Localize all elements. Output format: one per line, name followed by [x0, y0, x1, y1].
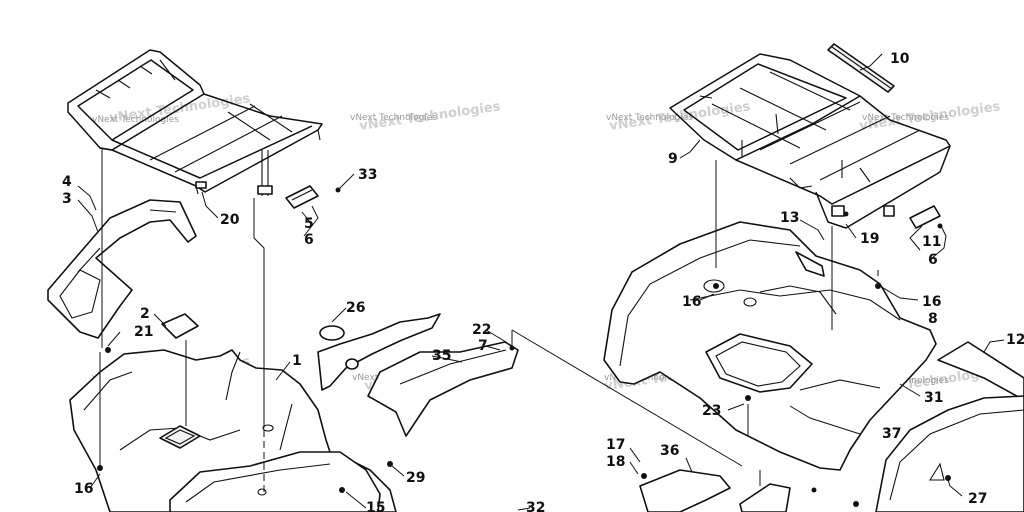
- callout-7: 7: [478, 338, 488, 354]
- callout-6-left: 6: [304, 232, 314, 248]
- right-side-fender: [875, 341, 1024, 512]
- callout-27: 27: [968, 491, 987, 507]
- left-leader-lines: [77, 148, 743, 511]
- rear-fender-body: [603, 221, 937, 471]
- callout-37: 37: [882, 426, 901, 442]
- watermark-10: vNext Technologies: [606, 113, 693, 123]
- callout-2: 2: [140, 306, 150, 322]
- lower-panel: [639, 469, 791, 512]
- watermark-2: vNext Technologies: [92, 115, 179, 125]
- callout-36: 36: [660, 443, 679, 459]
- callout-5: 5: [304, 216, 314, 232]
- callout-9: 9: [668, 151, 678, 167]
- callout-32: 32: [526, 500, 545, 512]
- callout-8: 8: [928, 311, 938, 327]
- left-reflector: [285, 185, 319, 209]
- callout-33: 33: [358, 167, 377, 183]
- left-main-body: [69, 349, 397, 512]
- callout-17: 17: [606, 437, 625, 453]
- callout-23: 23: [702, 403, 721, 419]
- callout-6-right: 6: [928, 252, 938, 268]
- callout-13: 13: [780, 210, 799, 226]
- watermark-4: vNext Technologies: [350, 113, 437, 123]
- left-pad: [161, 313, 199, 339]
- callout-22: 22: [472, 322, 491, 338]
- grip-tube: [827, 43, 895, 93]
- rear-rack: [669, 53, 951, 229]
- callout-21: 21: [134, 324, 153, 340]
- callout-3: 3: [62, 191, 72, 207]
- callout-15: 15: [366, 500, 385, 512]
- front-rack: [67, 49, 323, 196]
- callout-11: 11: [922, 234, 941, 250]
- callout-1: 1: [292, 353, 302, 369]
- right-leader-lines: [629, 53, 1005, 497]
- left-side-panel: [317, 313, 519, 437]
- right-fasteners: [641, 211, 951, 507]
- callout-31: 31: [924, 390, 943, 406]
- callout-29: 29: [406, 470, 425, 486]
- callout-4: 4: [62, 174, 72, 190]
- callout-19: 19: [860, 231, 879, 247]
- callout-18: 18: [606, 454, 625, 470]
- callout-20: 20: [220, 212, 240, 228]
- callout-16-right-b: 16: [922, 294, 941, 310]
- callout-16-right-a: 16: [682, 294, 701, 310]
- right-callouts: 10 9 13 19 11 6 16 16 8 12 23 31 37 17 1…: [606, 51, 1024, 507]
- callout-26: 26: [346, 300, 365, 316]
- callout-16-left: 16: [74, 481, 93, 497]
- callout-10: 10: [890, 51, 910, 67]
- callout-35: 35: [432, 348, 451, 364]
- left-fasteners: [97, 187, 515, 493]
- left-fender-guard: [47, 199, 197, 339]
- watermark-12: vNext Technologies: [862, 113, 949, 123]
- left-callouts: 4 3 2 21 20 33 5 6 26 22 7 35 1 16 29 15…: [62, 167, 545, 512]
- callout-12: 12: [1006, 332, 1024, 348]
